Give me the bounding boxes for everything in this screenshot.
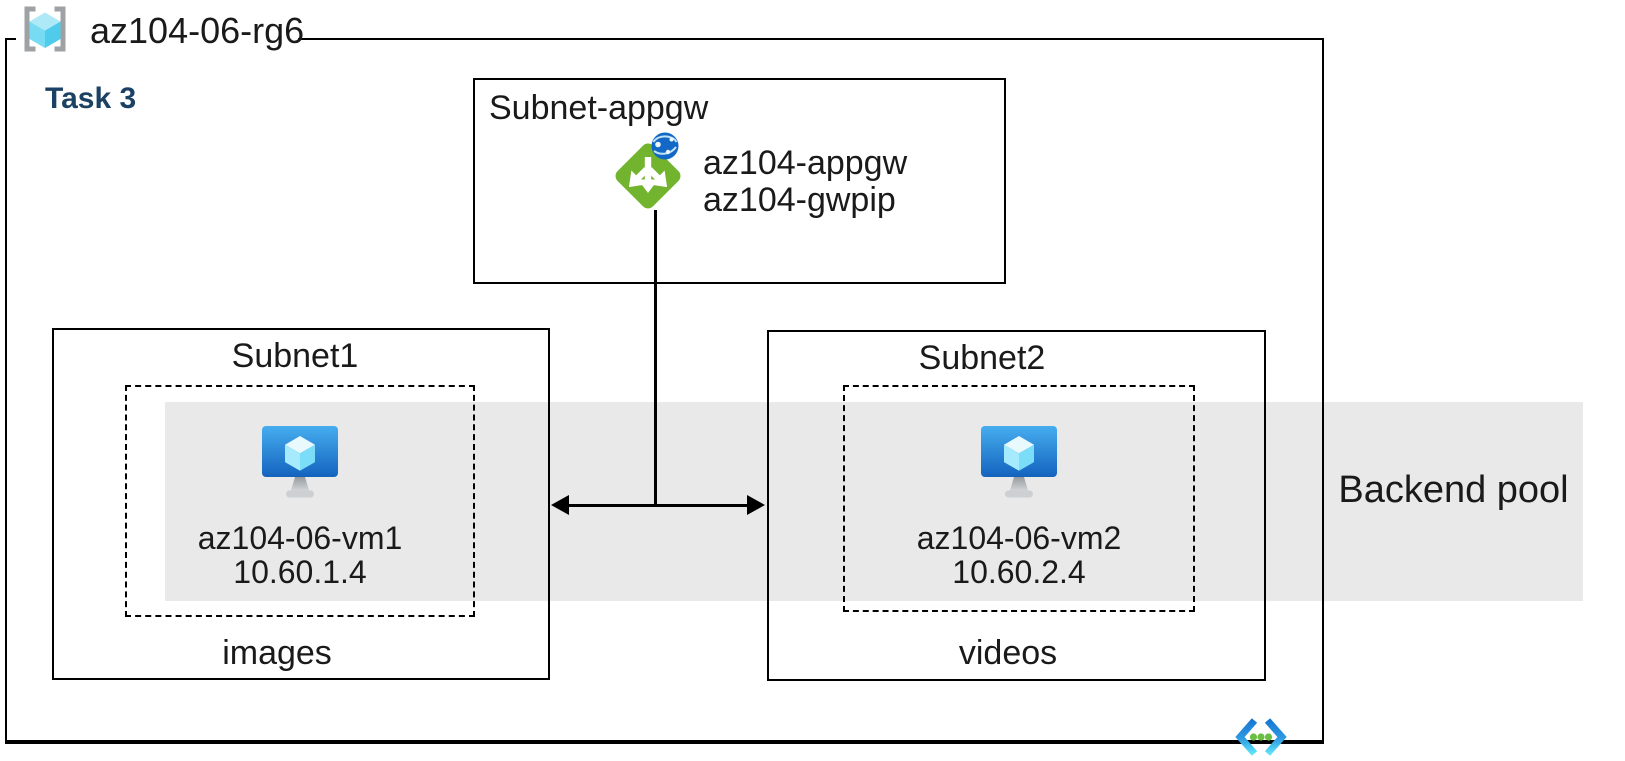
connector-horizontal-line	[562, 504, 754, 507]
appgw-subnet-label: Subnet-appgw	[489, 89, 709, 127]
subnet1-box	[52, 328, 550, 680]
application-gateway-icon	[608, 130, 692, 216]
vm2-ip: 10.60.2.4	[952, 554, 1086, 590]
subnet2-box	[767, 330, 1266, 681]
arrowhead-right-icon	[747, 495, 765, 515]
subnet1-dashed-box	[125, 385, 475, 617]
backend-pool-label: Backend pool	[1338, 469, 1569, 511]
virtual-machine-icon	[981, 426, 1057, 500]
task-label: Task 3	[45, 82, 137, 115]
appgw-subnet-box	[473, 78, 1006, 284]
vm1-name: az104-06-vm1	[197, 520, 403, 556]
connector-vertical-line	[654, 210, 657, 506]
arrowhead-left-icon	[551, 495, 569, 515]
subnet1-storage-label: images	[222, 634, 332, 672]
resource-group-title: az104-06-rg6	[90, 10, 305, 51]
vm2-name: az104-06-vm2	[916, 520, 1122, 556]
subnet2-storage-label: videos	[958, 634, 1058, 672]
backend-pool-band	[165, 402, 1583, 601]
subnet2-dashed-box	[843, 385, 1195, 612]
resource-group-icon	[22, 6, 68, 52]
virtual-machine-icon	[262, 426, 338, 500]
subnet2-label: Subnet2	[918, 339, 1046, 377]
appgw-names: az104-appgw az104-gwpip	[703, 145, 907, 219]
resource-group-box	[5, 38, 1324, 744]
vm1-text-block: az104-06-vm1 10.60.1.4	[125, 521, 475, 589]
virtual-network-icon	[1232, 716, 1290, 758]
subnet1-label: Subnet1	[231, 337, 359, 375]
vm2-text-block: az104-06-vm2 10.60.2.4	[843, 521, 1195, 589]
appgw-gateway-name: az104-appgw	[703, 144, 908, 182]
border-gap	[16, 35, 298, 45]
appgw-public-ip-name: az104-gwpip	[703, 181, 896, 219]
vm1-ip: 10.60.1.4	[233, 554, 367, 590]
